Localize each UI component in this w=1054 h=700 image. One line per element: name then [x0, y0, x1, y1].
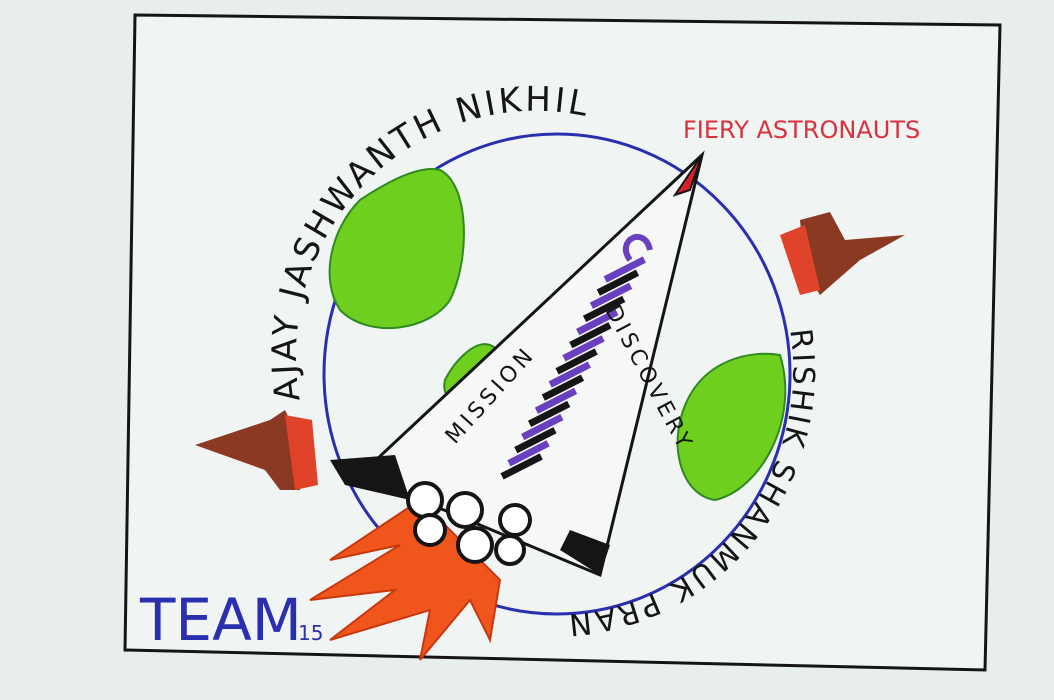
- team-number: 15: [298, 621, 323, 645]
- rocket-engine: [456, 526, 494, 564]
- land-mass: [676, 352, 787, 502]
- rocket-stripe: [569, 322, 612, 349]
- mini-rocket-exhaust: [780, 225, 820, 295]
- rocket-stripe: [548, 361, 591, 388]
- rocket-stripe: [500, 453, 543, 480]
- rocket-flames: [309, 498, 502, 661]
- rocket-stripe: [541, 374, 585, 401]
- rocket-wing-left: [330, 455, 410, 500]
- rocket-engine: [413, 513, 447, 547]
- rocket: MISSION DISCOVERY: [330, 150, 705, 578]
- land-mass: [328, 168, 465, 330]
- rocket-stripe: [582, 295, 626, 323]
- rocket-stripe: [562, 335, 605, 362]
- rocket-body: [357, 150, 705, 578]
- rocket-window: [622, 233, 653, 262]
- rocket-stripe: [603, 256, 646, 283]
- rocket-stripes: [500, 256, 646, 480]
- rocket-wing-right: [560, 530, 610, 575]
- rocket-stripe: [521, 413, 564, 441]
- team-label: TEAM: [139, 586, 302, 654]
- rocket-stripe: [507, 440, 550, 467]
- mini-rocket-body: [195, 410, 300, 490]
- mini-rocket-body: [800, 212, 905, 295]
- rocket-stripe: [555, 348, 598, 375]
- rocket-engine: [406, 481, 444, 519]
- rocket-engines: [406, 481, 532, 566]
- mini-rocket-left: [195, 410, 318, 490]
- rocket-stripe: [576, 308, 619, 336]
- rocket-stripe: [514, 427, 557, 454]
- rocket-stripe: [596, 269, 640, 296]
- rocket-engine: [446, 491, 484, 529]
- rocket-engine: [494, 534, 526, 566]
- mini-rocket-exhaust: [285, 415, 318, 490]
- mini-rocket-right: [780, 212, 905, 295]
- rocket-stripe: [527, 400, 571, 428]
- planet-orbit: [322, 132, 792, 616]
- rocket-stripe: [534, 387, 578, 414]
- name-ajay: AJAY: [265, 311, 309, 404]
- rocket-nose: [672, 154, 703, 197]
- rocket-stripe: [589, 282, 633, 309]
- rocket-engine: [498, 503, 532, 537]
- poster-title: FIERY ASTRONAUTS: [683, 116, 920, 144]
